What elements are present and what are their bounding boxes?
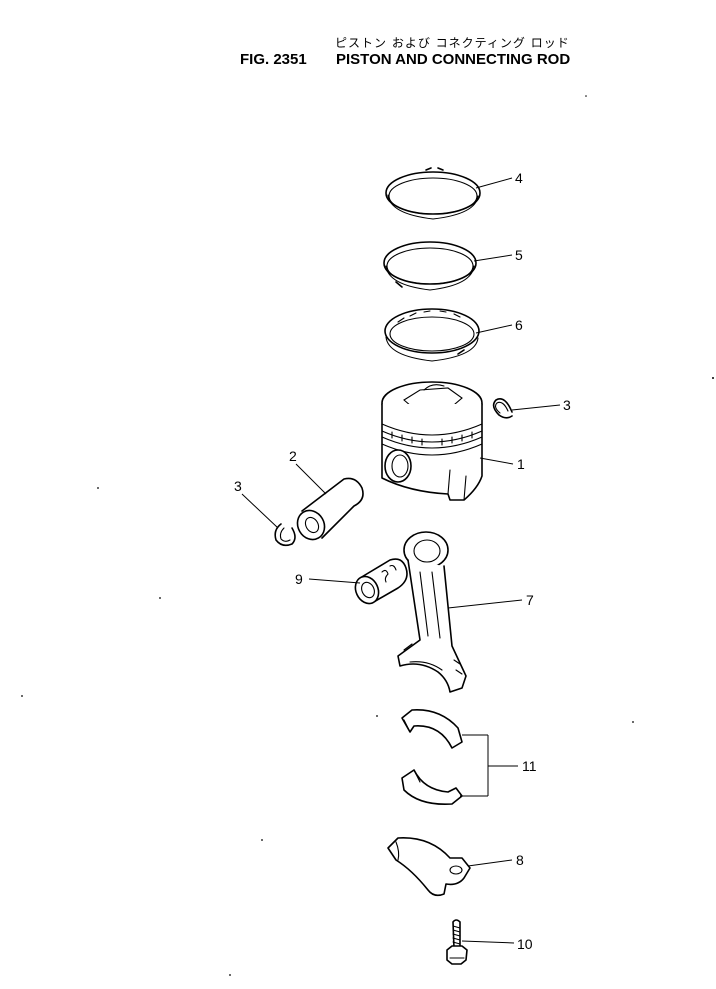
callout-11: 11 [522,758,537,774]
title-japanese: ピストン および コネクティング ロッド [335,36,570,50]
part-10-bolt [446,919,468,965]
part-7-connecting-rod [397,531,467,693]
leader-lines [241,177,561,944]
part-11-bearing-upper [401,709,463,749]
part-8-rod-cap [387,837,471,897]
figure-title: PISTON AND CONNECTING ROD [336,51,571,68]
callout-8: 8 [516,852,524,868]
part-3-snap-ring-right [492,398,513,419]
part-11-bearing-lower [401,769,463,806]
part-2-piston-pin [296,477,364,541]
callout-7: 7 [526,592,534,608]
callout-3-right: 3 [563,397,571,413]
part-9-bushing [354,558,408,605]
part-3-snap-ring-left [274,523,296,547]
part-6-oil-ring [384,308,480,362]
callout-5: 5 [515,247,523,263]
callout-10: 10 [517,936,533,952]
callout-1: 1 [517,456,525,472]
part-1-piston [381,381,483,501]
callout-6: 6 [515,317,523,333]
part-5-second-ring [383,241,477,291]
callout-2: 2 [289,448,297,464]
callout-9: 9 [295,571,303,587]
part-4-top-ring [385,167,481,220]
callout-3-left: 3 [234,478,242,494]
figure-number: FIG. 2351 [240,51,307,68]
scan-specks [21,95,714,976]
callout-4: 4 [515,170,523,186]
